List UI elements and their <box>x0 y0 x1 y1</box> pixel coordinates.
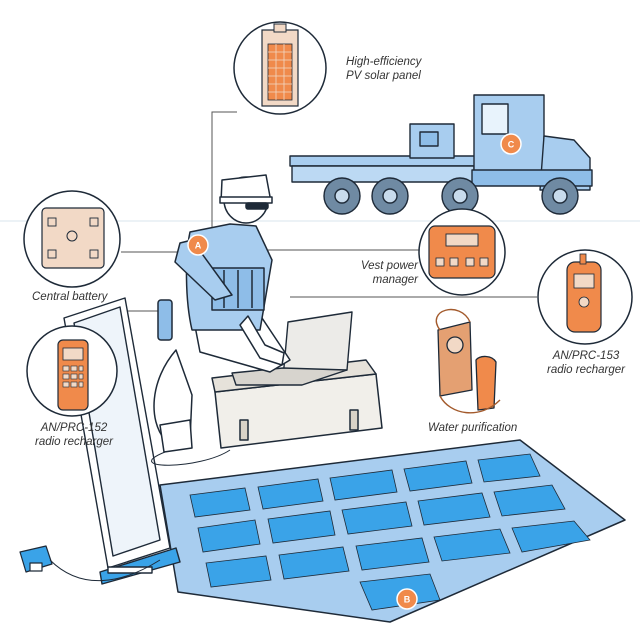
callout-vest-power-manager <box>418 208 506 296</box>
label-prc153-line1: AN/PRC-153 <box>552 350 620 362</box>
svg-text:C: C <box>508 140 515 150</box>
badge-a: A <box>187 234 209 256</box>
label-prc152-line2: radio recharger <box>35 436 113 448</box>
badge-b: B <box>396 588 418 610</box>
label-prc153: AN/PRC-153 radio recharger <box>538 349 634 377</box>
label-water-purification: Water purification <box>428 422 518 434</box>
label-solar-panel-line1: High-efficiency <box>346 56 422 68</box>
callout-solar-panel <box>233 21 327 115</box>
charger-brick <box>19 545 161 582</box>
water-purification-unit <box>435 308 501 414</box>
soldier <box>153 174 291 453</box>
badge-c: C <box>500 133 522 155</box>
power-cable <box>151 449 231 466</box>
military-truck <box>289 94 593 215</box>
label-vest-power-manager: Vest power manager <box>330 259 418 287</box>
svg-text:B: B <box>404 595 411 605</box>
label-prc153-line2: radio recharger <box>547 364 625 376</box>
label-vest-manager-line2: manager <box>372 274 418 286</box>
solar-mat-cells <box>189 453 591 611</box>
callout-central-battery <box>23 190 121 288</box>
label-solar-panel-line2: PV solar panel <box>346 70 421 82</box>
label-solar-panel: High-efficiency PV solar panel <box>346 55 421 83</box>
label-vest-manager-line1: Vest power <box>360 260 418 272</box>
label-prc152-line1: AN/PRC-152 <box>40 422 108 434</box>
label-central-battery: Central battery <box>32 291 108 303</box>
callout-prc153 <box>537 249 633 345</box>
solar-mat <box>159 439 626 623</box>
callout-prc152 <box>26 325 118 417</box>
svg-text:A: A <box>195 241 202 251</box>
label-prc152: AN/PRC-152 radio recharger <box>28 421 120 449</box>
